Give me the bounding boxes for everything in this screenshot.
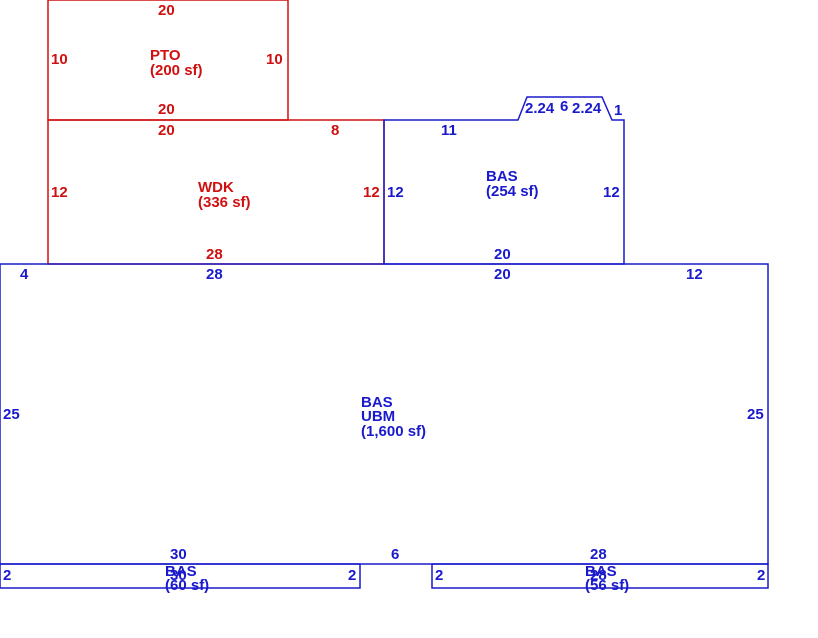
- bas-right-strip-dim-overlap: 28: [590, 567, 607, 584]
- wdk-dim-top-right: 8: [331, 122, 339, 139]
- bas-left-strip-outline: [0, 563, 361, 589]
- bas-upper-area: 11 2.24 6 2.24 1 12 12 20 BAS (254 sf): [383, 96, 625, 265]
- pto-label: PTO: [150, 47, 181, 64]
- bas-left-strip-label: BAS: [165, 563, 197, 580]
- bas-main-dim-top-mid: 28: [206, 266, 223, 283]
- bas-left-strip-area-label: (60 sf): [165, 577, 209, 594]
- bas-main-dim-right: 25: [747, 406, 764, 423]
- bas-main-dim-bottom-left: 30: [170, 546, 187, 563]
- pto-dim-right: 10: [266, 51, 283, 68]
- wdk-dim-left: 12: [51, 184, 68, 201]
- bas-upper-dim-top: 11: [441, 122, 457, 139]
- bas-upper-dim-bay-right: 2.24: [572, 100, 602, 117]
- pto-area-label: (200 sf): [150, 62, 203, 79]
- wdk-label: WDK: [198, 179, 234, 196]
- bas-main-outline: [0, 263, 769, 565]
- bas-main-dim-top-left: 4: [20, 266, 29, 283]
- bas-main-label: BAS: [361, 394, 393, 411]
- pto-dim-left: 10: [51, 51, 68, 68]
- bas-upper-dim-left: 12: [387, 184, 404, 201]
- bas-left-strip-area: 2 2 30 BAS (60 sf): [0, 563, 361, 594]
- bas-left-strip-dim-overlap: 30: [170, 567, 187, 584]
- wdk-dim-top: 20: [158, 122, 175, 139]
- wdk-dim-bottom: 28: [206, 246, 223, 263]
- bas-right-strip-label: BAS: [585, 563, 617, 580]
- bas-main-dim-bottom-right: 28: [590, 546, 607, 563]
- bas-upper-label: BAS: [486, 168, 518, 185]
- wdk-dim-right: 12: [363, 184, 380, 201]
- bas-main-sub-label: UBM: [361, 408, 395, 425]
- pto-area: 20 10 10 20 PTO (200 sf): [47, 0, 289, 121]
- bas-right-strip-dim-right: 2: [757, 567, 765, 584]
- bas-upper-outline: [383, 96, 625, 265]
- bas-right-strip-area-label: (56 sf): [585, 577, 629, 594]
- bas-main-dim-bottom-mid: 6: [391, 546, 399, 563]
- bas-upper-dim-bay-mid: 6: [560, 98, 568, 115]
- bas-upper-dim-bay-side: 1: [614, 102, 622, 119]
- bas-left-strip-dim-right: 2: [348, 567, 356, 584]
- bas-main-area-label: (1,600 sf): [361, 423, 426, 440]
- bas-right-strip-area: 2 2 28 BAS (56 sf): [431, 563, 769, 594]
- bas-left-strip-dim-left: 2: [3, 567, 11, 584]
- pto-dim-top: 20: [158, 2, 175, 19]
- wdk-area: 20 8 12 12 28 WDK (336 sf): [47, 119, 385, 265]
- bas-right-strip-dim-left: 2: [435, 567, 443, 584]
- bas-main-dim-top-center: 20: [494, 266, 511, 283]
- bas-main-area: 4 28 20 12 25 25 30 6 28 BAS UBM (1,600 …: [0, 263, 769, 565]
- pto-dim-bottom: 20: [158, 101, 175, 118]
- bas-upper-area-label: (254 sf): [486, 183, 539, 200]
- wdk-area-label: (336 sf): [198, 194, 251, 211]
- bas-main-dim-top-right: 12: [686, 266, 703, 283]
- bas-upper-dim-bay-left: 2.24: [525, 100, 555, 117]
- bas-upper-dim-bottom: 20: [494, 246, 511, 263]
- bas-main-dim-left: 25: [3, 406, 20, 423]
- bas-upper-dim-right: 12: [603, 184, 620, 201]
- bas-right-strip-outline: [431, 563, 769, 589]
